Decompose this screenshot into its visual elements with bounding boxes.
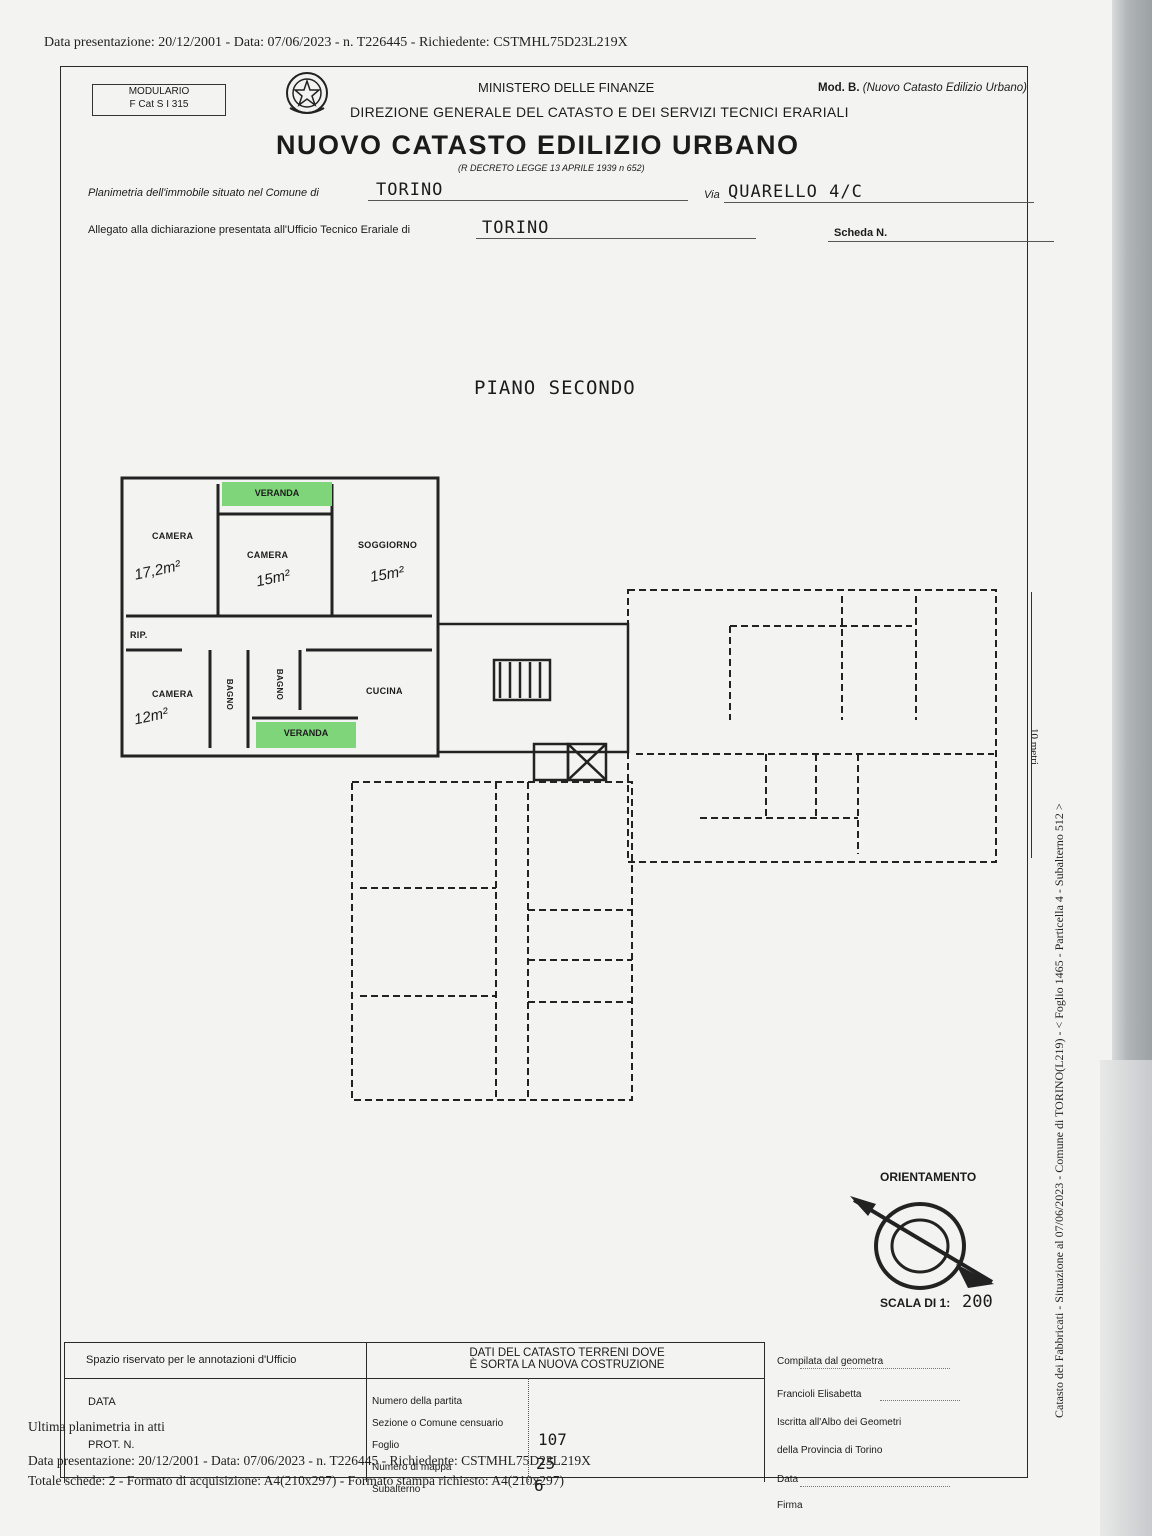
dati-line1: DATI DEL CATASTO TERRENI DOVE [469,1347,665,1359]
bottom-table-col1 [366,1342,367,1482]
ufficio-underline [476,238,756,239]
dati-line2: È SORTA LA NUOVA COSTRUZIONE [469,1359,665,1371]
veranda-bottom: VERANDA [256,722,356,748]
dotted-line-2 [880,1400,960,1401]
direzione-title: DIREZIONE GENERALE DEL CATASTO E DEI SER… [350,104,849,120]
modulario-line2: F Cat S I 315 [129,99,189,110]
dati-catasto-header: DATI DEL CATASTO TERRENI DOVE È SORTA LA… [372,1347,762,1371]
subalterno-value: 6 [534,1476,544,1495]
spazio-label: Spazio riservato per le annotazioni d'Uf… [86,1354,297,1366]
bottom-table [64,1342,765,1483]
republic-emblem-icon [286,72,328,114]
via-label: Via [704,189,720,201]
dotted-line-3 [800,1486,950,1487]
firma-label: Firma [777,1500,803,1511]
ufficio-value: TORINO [482,218,550,238]
foglio-label: Foglio [372,1440,400,1451]
modulario-line1: MODULARIO [128,86,190,97]
scale-bar-line [1031,592,1032,858]
mod-b: Mod. B. [818,82,860,94]
orientation-label: ORIENTAMENTO [880,1170,977,1184]
subalterno-label: Subalterno [372,1484,421,1495]
dotted-line-1 [800,1368,950,1369]
ministero-title: MINISTERO DELLE FINANZE [478,80,655,95]
floor-title: PIANO SECONDO [474,377,636,399]
data-label: DATA [88,1396,116,1408]
room-camera-1: CAMERA [152,531,194,541]
comune-value: TORINO [376,180,444,200]
room-camera-2: CAMERA [247,550,289,560]
room-camera-3: CAMERA [152,689,194,699]
bottom-table-divider [64,1378,764,1379]
via-underline [724,202,1034,203]
scale-bar-label: 10 metri [1028,728,1040,765]
scheda-label: Scheda N. [834,227,888,239]
scale-label: SCALA DI 1: [880,1296,951,1310]
room-cucina: CUCINA [366,686,403,696]
scale-value: 200 [962,1292,993,1312]
sheet-curl [1100,1060,1152,1536]
overlay-ultima: Ultima planimetria in atti [28,1419,165,1434]
bottom-table-col2 [528,1378,529,1482]
planimetria-label: Planimetria dell'immobile situato nel Co… [88,187,319,199]
bottom-table-col3 [764,1342,765,1482]
mod-b-label: Mod. B. (Nuovo Catasto Edilizio Urbano) [818,82,1027,94]
numero-partita-label: Numero della partita [372,1396,463,1407]
room-soggiorno: SOGGIORNO [358,540,418,550]
comune-underline [368,200,688,201]
numero-mappa-label: Numero di mappa [372,1462,452,1473]
side-vertical-text: Catasto dei Fabbricati - Situazione al 0… [1052,803,1066,1418]
scheda-underline [828,241,1054,242]
north-arrow-icon [850,1196,994,1290]
document-frame [60,66,1028,1478]
geometra-name: Francioli Elisabetta [777,1389,862,1400]
mappa-value: 25 [536,1454,556,1473]
room-bagno-1: BAGNO [225,678,235,711]
mod-b-sub: (Nuovo Catasto Edilizio Urbano) [862,82,1028,94]
via-value: QUARELLO 4/C [728,182,863,202]
top-stamp: Data presentazione: 20/12/2001 - Data: 0… [44,35,628,50]
data2-label: Data [777,1474,799,1485]
sezione-label: Sezione o Comune censuario [372,1418,504,1429]
compilata-label: Compilata dal geometra [777,1356,884,1367]
allegato-label: Allegato alla dichiarazione presentata a… [88,224,411,236]
veranda-top: VERANDA [222,482,332,506]
modulario-box: MODULARIO F Cat S I 315 [92,84,226,116]
overlay-line3: Totale schede: 2 - Formato di acquisizio… [28,1473,564,1488]
decreto-note: (R DECRETO LEGGE 13 APRILE 1939 n 652) [458,163,645,173]
foglio-value: 107 [538,1430,567,1449]
room-bagno-2: BAGNO [275,668,285,701]
prot-label: PROT. N. [88,1439,135,1451]
room-rip: RIP. [130,630,148,640]
overlay-line2: Data presentazione: 20/12/2001 - Data: 0… [28,1453,591,1468]
provincia-label: della Provincia di Torino [777,1445,883,1456]
iscritta-label: Iscritta all'Albo dei Geometri [777,1417,902,1428]
main-title: NUOVO CATASTO EDILIZIO URBANO [276,130,800,160]
